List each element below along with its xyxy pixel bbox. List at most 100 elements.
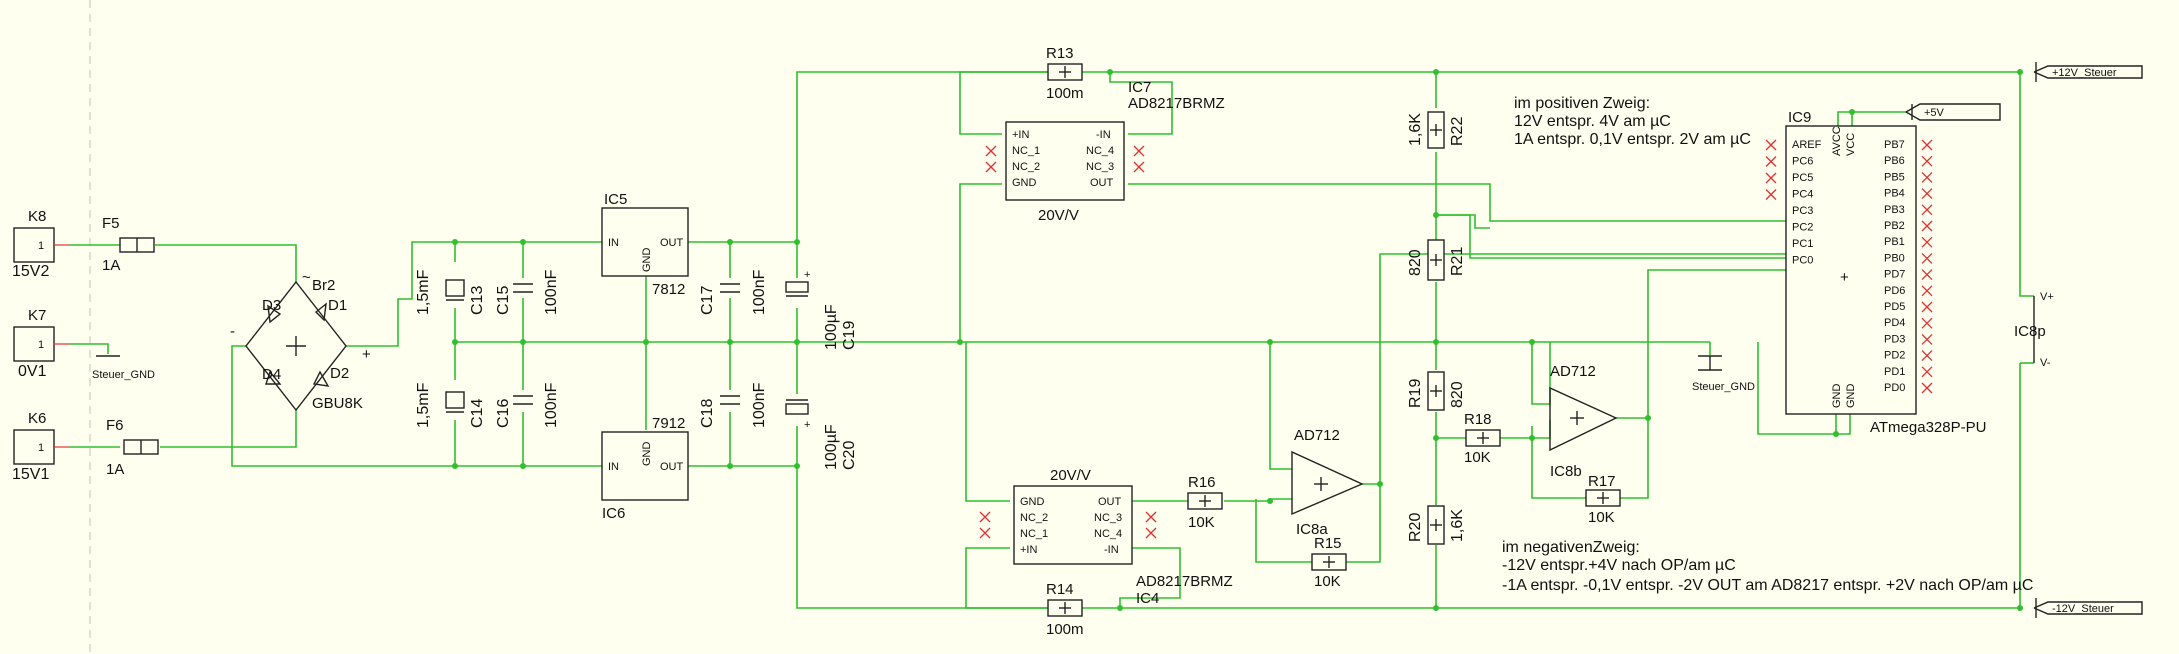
cap-c15: C15 100nF [495,269,560,315]
svg-text:AD8217BRMZ: AD8217BRMZ [1128,95,1225,112]
nc-marker [1921,350,1933,362]
svg-text:Steuer_GND: Steuer_GND [1692,381,1755,393]
svg-text:im negativenZweig:: im negativenZweig: [1502,539,1640,556]
svg-text:7912: 7912 [652,415,685,432]
nc-marker [1921,301,1933,313]
nc-marker [1921,252,1933,264]
svg-text:+IN: +IN [1020,544,1037,556]
opamp-ic8a: AD712 IC8a [1291,427,1364,538]
svg-text:IC6: IC6 [602,505,625,522]
svg-text:1A entspr. 0,1V entspr. 2V am: 1A entspr. 0,1V entspr. 2V am µC [1514,131,1751,148]
resistor-r16: R16 10K [1187,474,1223,531]
svg-text:+: + [804,269,810,281]
svg-text:15V2: 15V2 [12,263,49,280]
note-positive-branch: im positiven Zweig: 12V entspr. 4V am µC… [1514,95,1751,148]
mcu-right-pins: PB7PB6PB5PB4PB3PB2PB1PB0PD7PD6PD5PD4PD3P… [1884,139,1933,394]
nc-marker [1921,220,1933,232]
svg-text:D1: D1 [328,297,347,314]
svg-text:-12V_Steuer: -12V_Steuer [2052,603,2114,615]
nc-marker [1921,382,1933,394]
mcu-pin-pc5: PC5 [1792,172,1813,184]
net-label-minus12: -12V_Steuer [2033,598,2143,618]
svg-text:R18: R18 [1464,411,1492,428]
mcu-pin-pd5: PD5 [1884,301,1905,313]
svg-text:NC_2: NC_2 [1020,512,1048,524]
cap-c17: C17 100nF [699,269,768,315]
mcu-pin-pd0: PD0 [1884,382,1905,394]
svg-text:0V1: 0V1 [18,363,47,380]
svg-text:10K: 10K [1588,509,1615,526]
svg-text:10K: 10K [1464,449,1491,466]
svg-text:+: + [362,346,371,363]
note-negative-branch: im negativenZweig: -12V entspr.+4V nach … [1502,539,2033,594]
nc-marker [1921,333,1933,345]
nc-marker [1921,171,1933,183]
svg-text:15V1: 15V1 [12,466,49,483]
svg-text:100nF: 100nF [751,382,768,428]
svg-text:IC8a: IC8a [1296,521,1328,538]
svg-text:+: + [1840,269,1849,286]
opamp-ic8p: V+ IC8p V- [2014,291,2054,369]
svg-text:GND: GND [1020,496,1045,508]
svg-text:R17: R17 [1588,473,1616,490]
svg-text:GND: GND [641,442,653,467]
nc-marker [1921,285,1933,297]
mcu-pin-pb5: PB5 [1884,171,1905,183]
svg-text:1,5mF: 1,5mF [415,382,432,428]
svg-text:-12V entspr.+4V nach OP/am µC: -12V entspr.+4V nach OP/am µC [1502,557,1736,574]
svg-text:C19: C19 [841,321,858,350]
resistor-r21: 820 R21 [1407,239,1466,281]
svg-text:C15: C15 [495,286,512,315]
mcu-pin-pc2: PC2 [1792,222,1813,234]
svg-text:1A: 1A [106,461,124,478]
svg-text:820: 820 [1449,381,1466,408]
svg-text:+: + [804,419,810,431]
svg-text:-: - [230,323,235,340]
svg-text:100m: 100m [1046,85,1084,102]
opamp-ic8b: AD712 IC8b [1549,363,1618,480]
mcu-pin-pc4: PC4 [1792,189,1813,201]
svg-text:R15: R15 [1314,535,1342,552]
mcu-pin-pd2: PD2 [1884,350,1905,362]
svg-text:D3: D3 [262,297,281,314]
cap-c16: C16 100nF [495,382,560,428]
svg-text:D2: D2 [330,365,349,382]
ground-symbol-right: Steuer_GND [1692,355,1755,393]
resistor-r19: R19 820 [1407,371,1466,411]
svg-text:1,6K: 1,6K [1407,113,1424,146]
svg-text:1: 1 [38,240,44,252]
nc-marker [1765,172,1777,184]
resistor-r18: R18 10K [1464,411,1501,466]
svg-text:OUT: OUT [660,237,684,249]
connector-k7: K7 1 0V1 [13,307,70,380]
svg-text:R21: R21 [1449,247,1466,276]
mcu-pin-pb1: PB1 [1884,236,1905,248]
fuse-f6: F6 1A [106,417,159,478]
svg-text:+IN: +IN [1012,129,1029,141]
cap-c20: + 100µF C20 [785,399,858,470]
mcu-pin-pb7: PB7 [1884,139,1905,151]
svg-text:IC4: IC4 [1136,590,1159,607]
regulator-ic5: IC5 IN OUT GND 7812 [601,191,689,298]
svg-text:R19: R19 [1407,379,1424,408]
mcu-pin-pd1: PD1 [1884,366,1905,378]
svg-text:100m: 100m [1046,621,1084,638]
nc-marker [1921,317,1933,329]
cap-c18: C18 100nF [699,382,768,428]
svg-text:F6: F6 [106,417,124,434]
svg-text:K8: K8 [28,208,46,225]
mcu-pin-pc0: PC0 [1792,255,1813,267]
nc-marker [1921,155,1933,167]
svg-text:V+: V+ [2040,291,2054,303]
svg-text:1,6K: 1,6K [1449,509,1466,542]
mcu-pin-pb6: PB6 [1884,155,1905,167]
connector-k8: K8 1 15V2 [12,208,70,280]
svg-text:GBU8K: GBU8K [312,395,363,412]
svg-text:7812: 7812 [652,281,685,298]
svg-text:IC8p: IC8p [2014,323,2046,340]
mcu-pin-aref: AREF [1792,139,1822,151]
svg-text:GND: GND [1831,384,1843,409]
svg-text:IC5: IC5 [604,191,627,208]
svg-text:R14: R14 [1046,581,1074,598]
